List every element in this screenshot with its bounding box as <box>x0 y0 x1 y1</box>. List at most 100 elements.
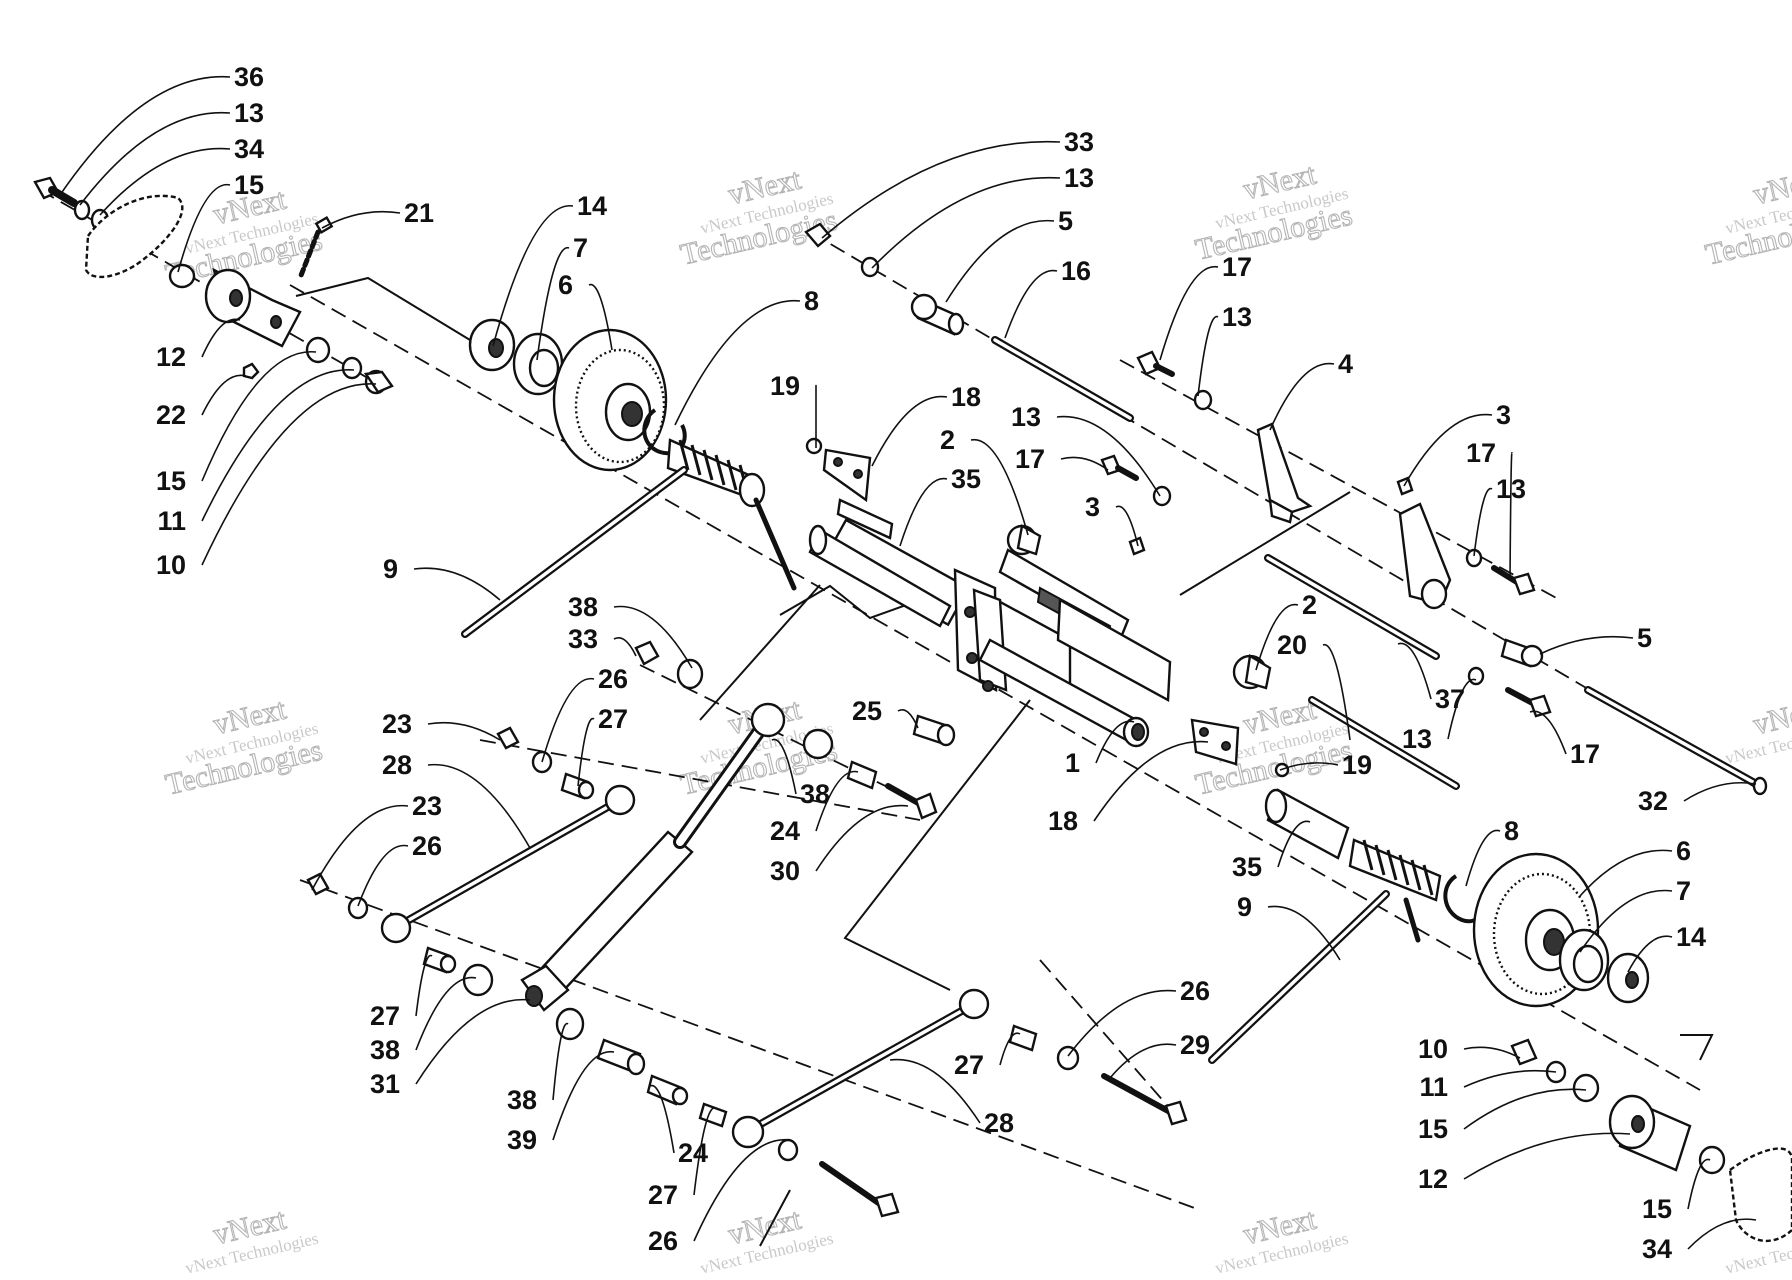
bushing-15-right <box>1572 1073 1600 1103</box>
callout-label: 15 <box>1642 1194 1672 1224</box>
ring-8-left <box>642 408 687 456</box>
callout-label: 38 <box>800 779 830 809</box>
callout-3: 3 <box>1403 400 1511 487</box>
callout-13: 13 <box>1011 402 1161 497</box>
callout-12: 12 <box>156 318 241 372</box>
leader-line <box>201 351 317 482</box>
nut-23-lower <box>306 872 330 896</box>
callout-27: 27 <box>577 704 628 787</box>
callout-31: 31 <box>370 998 531 1099</box>
callout-label: 19 <box>770 371 800 401</box>
callout-13: 13 <box>871 163 1094 269</box>
callout-label: 31 <box>370 1069 400 1099</box>
leader-line <box>871 176 1061 269</box>
callout-label: 13 <box>1222 302 1252 332</box>
leader-line <box>899 477 948 547</box>
link-arm-28-lower <box>731 988 990 1149</box>
callout-30: 30 <box>770 804 909 886</box>
callout-label: 38 <box>370 1035 400 1065</box>
callout-label: 7 <box>573 233 588 263</box>
spacer-14-right <box>1606 952 1650 1004</box>
bushing-27-upper <box>560 772 595 800</box>
callout-label: 24 <box>770 816 800 846</box>
leader-line <box>649 1084 675 1154</box>
leader-line <box>1322 643 1351 741</box>
bolt-10-left <box>363 369 394 395</box>
callout-33: 33 <box>821 127 1094 239</box>
callout-17: 17 <box>1529 710 1600 769</box>
leader-line <box>536 247 570 361</box>
callout-label: 13 <box>1064 163 1094 193</box>
callout-17: 17 <box>1159 252 1252 361</box>
tube-35-lower <box>1264 788 1350 860</box>
callout-26: 26 <box>1067 976 1210 1057</box>
callout-8: 8 <box>674 286 819 426</box>
leader-line <box>871 395 948 467</box>
callout-label: 12 <box>1418 1164 1448 1194</box>
callout-label: 18 <box>951 382 981 412</box>
pivot-block-12-left <box>204 267 302 348</box>
leader-line <box>821 140 1061 239</box>
callout-27: 27 <box>370 954 433 1031</box>
sleeve-39 <box>596 1038 646 1076</box>
callout-label: 7 <box>1676 876 1691 906</box>
bushing-24-lower <box>646 1074 689 1106</box>
callout-label: 39 <box>507 1125 537 1155</box>
callout-label: 27 <box>370 1001 400 1031</box>
bolt-10-right <box>1510 1038 1538 1066</box>
leader-line <box>541 677 595 763</box>
callout-14: 14 <box>492 191 607 347</box>
leader-line <box>1465 829 1501 887</box>
link-arm-28-upper <box>380 784 636 944</box>
callout-label: 13 <box>1011 402 1041 432</box>
leader-line <box>970 438 1029 536</box>
leader-line <box>1255 603 1299 671</box>
tube-35-upper <box>808 524 952 628</box>
callout-17: 17 <box>1466 438 1513 581</box>
leader-line <box>693 1106 717 1196</box>
callout-label: 28 <box>984 1108 1014 1138</box>
nut-23-upper <box>496 726 520 750</box>
callout-37: 37 <box>1397 642 1465 714</box>
leader-line <box>59 75 231 196</box>
leader-line <box>999 1032 1021 1066</box>
leader-line <box>201 318 241 358</box>
bushing-27-lower <box>698 1102 728 1128</box>
callout-label: 35 <box>951 464 981 494</box>
callout-38: 38 <box>771 738 830 809</box>
bolt-29 <box>1101 1073 1188 1126</box>
callout-label: 35 <box>1232 852 1262 882</box>
bushing-15-right-lower <box>1698 1145 1726 1175</box>
callout-6: 6 <box>558 270 613 351</box>
shaft-32 <box>1584 686 1768 796</box>
callout-label: 13 <box>1402 724 1432 754</box>
callout-label: 1 <box>1065 748 1080 778</box>
callout-18: 18 <box>1048 740 1209 836</box>
callout-38: 38 <box>568 592 693 669</box>
leader-line <box>1687 1158 1711 1210</box>
callout-13: 13 <box>1197 302 1252 397</box>
leader-line <box>577 717 595 787</box>
callout-10: 10 <box>156 383 377 580</box>
callout-38: 38 <box>370 976 477 1065</box>
callout-label: 17 <box>1222 252 1252 282</box>
bushing-5-right <box>1500 638 1544 668</box>
shaft-37 <box>1264 554 1440 660</box>
callout-label: 23 <box>412 791 442 821</box>
callout-label: 13 <box>1496 474 1526 504</box>
callout-7: 7 <box>1579 876 1691 953</box>
shaft-20 <box>1308 696 1460 790</box>
callout-label: 17 <box>1015 444 1045 474</box>
leader-line <box>1115 505 1139 547</box>
callout-29: 29 <box>1109 1030 1210 1079</box>
leader-line <box>201 374 247 416</box>
callout-label: 38 <box>507 1085 537 1115</box>
leader-line <box>492 205 574 347</box>
washer-26-bottom <box>777 1138 799 1162</box>
callout-38: 38 <box>507 1022 569 1115</box>
bolt-33-top <box>804 222 832 248</box>
nut-33-lower <box>634 640 660 666</box>
leader-line <box>1463 1132 1631 1180</box>
guide-bottom <box>759 1189 791 1247</box>
